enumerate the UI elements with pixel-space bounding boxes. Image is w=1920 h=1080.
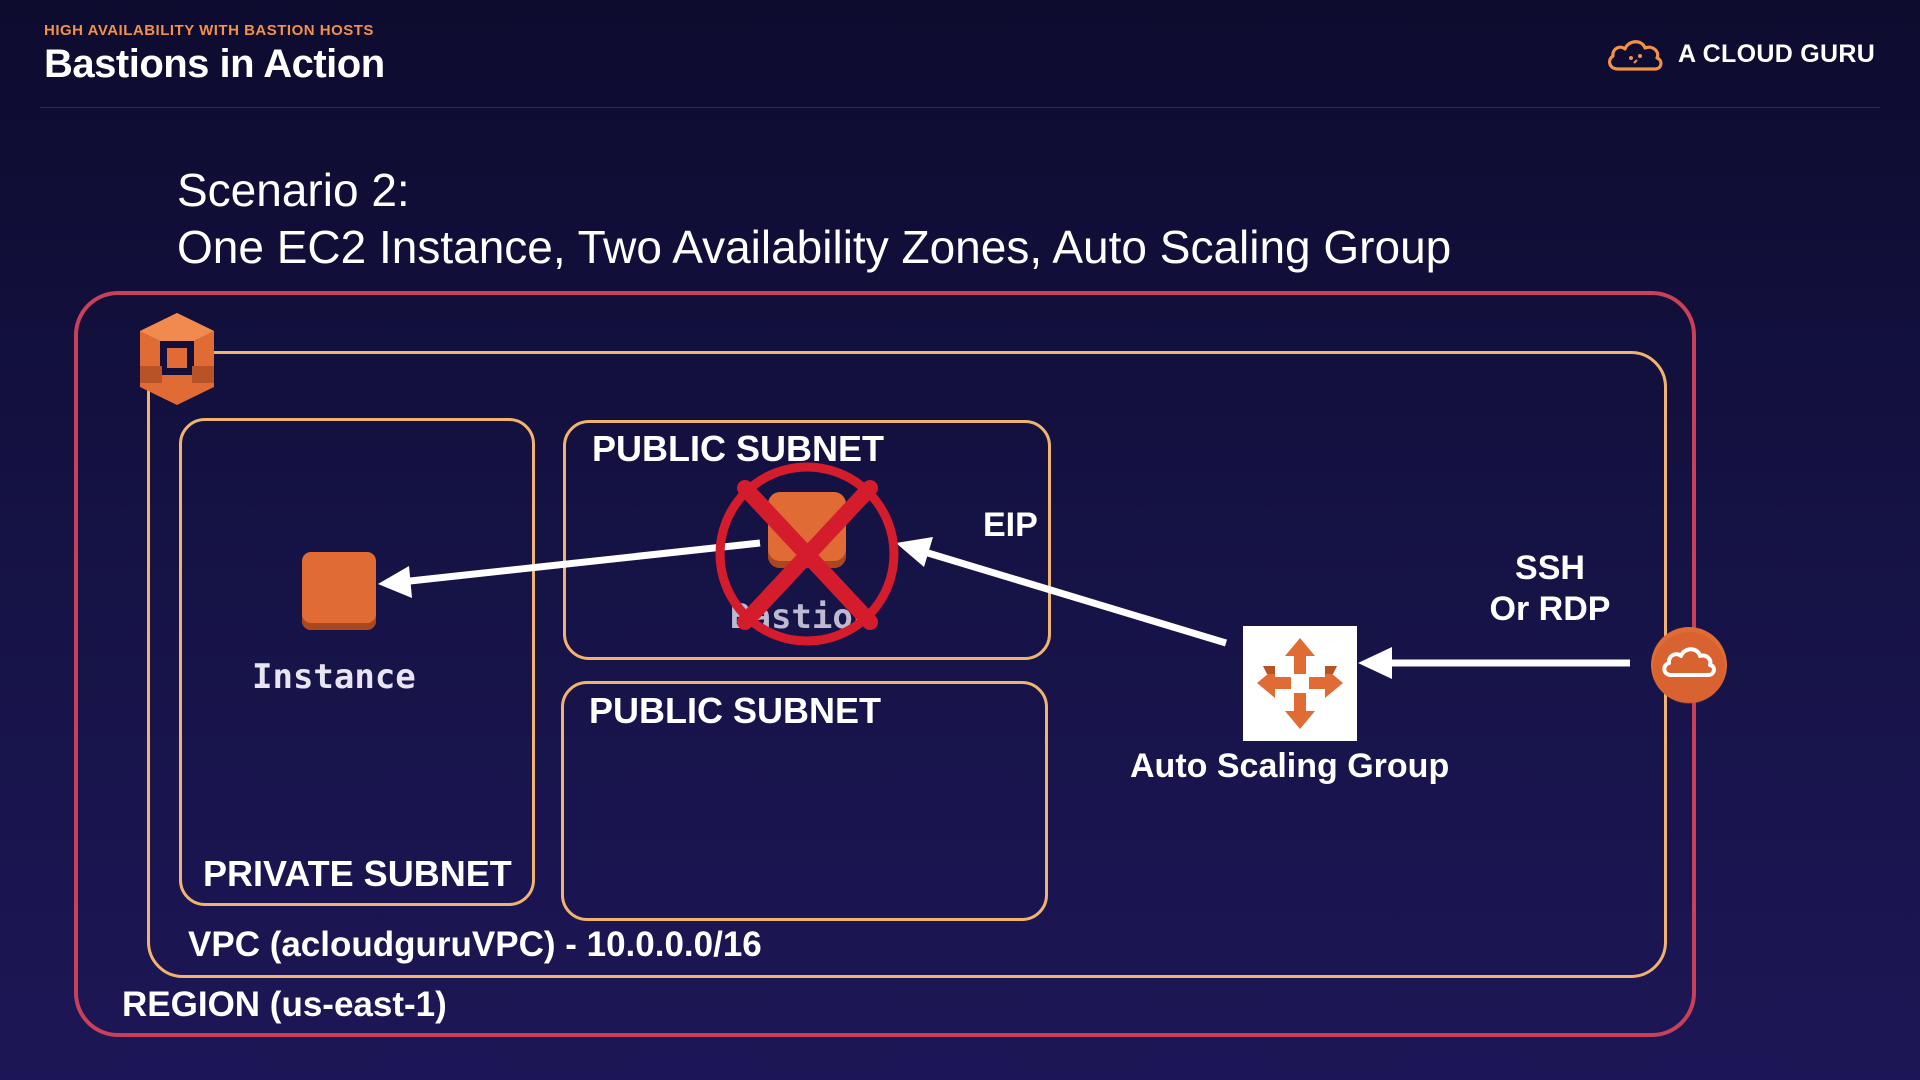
public-subnet-label-b: PUBLIC SUBNET [589,690,882,731]
vpc-label: VPC (acloudguruVPC) - 10.0.0.0/16 [188,925,762,964]
asg-label: Auto Scaling Group [1130,747,1450,785]
eyebrow-text: HIGH AVAILABILITY WITH BASTION HOSTS [44,22,374,39]
auto-scaling-icon [1243,626,1357,741]
vpc-icon [140,313,214,405]
internet-cloud-icon [1651,627,1727,704]
cloud-logo-icon [1607,40,1663,71]
ssh-label-line2: Or RDP [1489,590,1611,628]
slide-title: Bastions in Action [44,42,385,86]
header-divider [40,107,1880,108]
instance-label: Instance [252,657,416,697]
bastion-label: Bastion [730,597,874,637]
ec2-instance-icon [302,552,376,630]
region-label: REGION (us-east-1) [122,985,447,1024]
scenario-subheading: One EC2 Instance, Two Availability Zones… [177,221,1452,273]
scenario-heading: Scenario 2: [177,164,410,216]
bastion-instance-icon [768,492,846,568]
eip-label: EIP [983,506,1038,544]
ssh-rdp-label: SSH Or RDP [1460,548,1640,630]
private-subnet-label: PRIVATE SUBNET [203,853,512,894]
private-subnet-container [179,418,535,906]
ssh-label-line1: SSH [1515,549,1585,587]
public-subnet-container-b [561,681,1048,921]
brand-logo: A CLOUD GURU [1604,36,1875,72]
public-subnet-label-a: PUBLIC SUBNET [592,428,885,469]
brand-name: A CLOUD GURU [1678,39,1876,68]
